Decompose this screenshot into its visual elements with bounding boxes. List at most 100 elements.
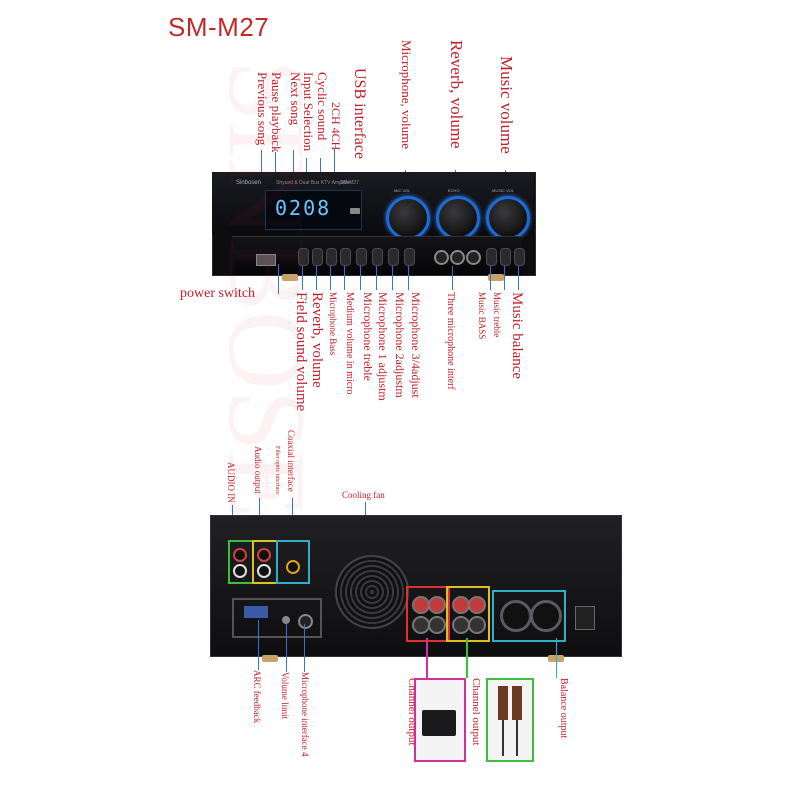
balance-out-box (492, 590, 566, 642)
music-treble-knob[interactable] (500, 248, 511, 266)
product-title: SM-M27 (168, 12, 270, 42)
label-arc-feedback: ARC feedback (252, 670, 262, 724)
knob-label-mic: MIC VOL (394, 188, 411, 193)
speaker-stand (502, 720, 504, 756)
floor-speaker-icon (512, 686, 522, 720)
rca-in-l[interactable] (233, 564, 247, 578)
label-microphone-2: Microphone 2adjustm (393, 292, 407, 398)
label-reverb-volume-bottom: Reverb, volume (309, 292, 325, 388)
speaker-terminal[interactable] (428, 616, 446, 634)
label-cyclic-sound: Cyclic sound (315, 72, 330, 141)
arc-port[interactable] (244, 606, 268, 618)
coaxial-port[interactable] (286, 560, 300, 574)
floor-speaker-icon (498, 686, 508, 720)
mic34-knob[interactable] (404, 248, 415, 266)
label-music-treble: Music treble (492, 292, 502, 338)
mic-bass-knob[interactable] (326, 248, 337, 266)
field-sound-knob[interactable] (298, 248, 309, 266)
label-music-volume: Music volume (497, 56, 516, 154)
model-line-text: Shyued & Dual Bus KTV Amplifier (276, 180, 352, 186)
speaker-terminal[interactable] (468, 596, 486, 614)
model-text: SM-M27 (340, 180, 359, 186)
rca-in-r[interactable] (233, 548, 247, 562)
lead-line (344, 266, 345, 290)
reverb-knob[interactable] (312, 248, 323, 266)
label-next-song: Next song (288, 72, 303, 126)
led-display (265, 190, 362, 230)
mic-mid-knob[interactable] (340, 248, 351, 266)
mic-jack-2[interactable] (450, 250, 465, 265)
label-volume-limit: Volume limit (280, 672, 290, 720)
rca-out-l[interactable] (257, 564, 271, 578)
device-foot (282, 274, 298, 281)
knob-label-music: MUSIC VOL (492, 188, 515, 193)
mic-volume-knob[interactable] (386, 196, 430, 240)
speakon-port-1[interactable] (500, 600, 532, 632)
label-usb-interface: USB interface (351, 68, 368, 160)
speaker-box-photo (414, 678, 466, 762)
label-microphone-1: Microphone 1 adjustm (376, 292, 390, 401)
lead-line (504, 266, 505, 290)
lead-line (490, 266, 491, 290)
floor-speaker-photo (486, 678, 534, 762)
music-volume-knob[interactable] (486, 196, 530, 240)
label-microphone-bass: Microphone Bass (328, 292, 338, 356)
label-fiber-optic: Fiber optic interface (274, 446, 280, 495)
label-audio-in: AUDIO IN (226, 462, 236, 503)
echo-volume-knob[interactable] (436, 196, 480, 240)
volume-limit-knob[interactable] (282, 616, 290, 624)
mic2-knob[interactable] (388, 248, 399, 266)
music-balance-knob[interactable] (514, 248, 525, 266)
brand-logo: Sinbosen (236, 180, 262, 186)
mic-interface-4-jack[interactable] (298, 614, 313, 629)
power-socket[interactable] (575, 606, 595, 630)
mic-jack-1[interactable] (434, 250, 449, 265)
speaker-terminal[interactable] (428, 596, 446, 614)
label-balance-output: Balance output (558, 678, 569, 739)
lead-line (376, 266, 377, 290)
mic-treble-knob[interactable] (356, 248, 367, 266)
mic1-knob[interactable] (372, 248, 383, 266)
lead-line (258, 620, 259, 670)
lead-line (286, 624, 287, 672)
lead-line (330, 266, 331, 290)
label-field-sound-volume: Field sound volume (293, 292, 309, 412)
label-coaxial-interface: Coaxial interface (286, 430, 296, 492)
lead-line (302, 266, 303, 290)
channel-out-box-2 (446, 586, 490, 642)
speaker-terminal[interactable] (468, 616, 486, 634)
display-digits: 0208 (275, 196, 332, 220)
music-bass-knob[interactable] (486, 248, 497, 266)
lead-line (556, 638, 557, 678)
rca-out-r[interactable] (257, 548, 271, 562)
label-cooling-fan: Cooling fan (342, 490, 385, 500)
label-previous-song: Previous song (255, 72, 270, 146)
power-switch[interactable] (256, 254, 276, 266)
label-audio-output: Audio output (253, 446, 263, 494)
label-music-bass: Music BASS (477, 292, 487, 340)
lead-line (360, 266, 361, 290)
device-foot (488, 274, 504, 281)
label-input-selection: Input Selection (301, 72, 316, 152)
label-power-switch: power switch (180, 286, 256, 301)
speaker-box-icon (422, 710, 456, 736)
label-microphone-interface-4: Microphone interface 4 (300, 672, 310, 757)
coaxial-box (276, 540, 310, 584)
lead-line (452, 266, 453, 290)
label-microphone-volume: Microphone, volume (399, 40, 414, 150)
lead-line (304, 624, 305, 672)
mic-jack-3[interactable] (466, 250, 481, 265)
label-three-mic-interface: Three microphone interf (445, 292, 456, 390)
lead-line (466, 638, 468, 678)
channel-out-box-1 (406, 586, 450, 642)
speakon-port-2[interactable] (530, 600, 562, 632)
label-2ch-4ch: 2CH 4CH (329, 102, 343, 151)
label-microphone-34: Microphone 3/4adjust (409, 292, 423, 398)
knob-label-echo: ECHO (448, 188, 460, 193)
rear-lower-left (232, 598, 322, 638)
usb-port-icon[interactable] (350, 208, 360, 214)
lead-line (392, 266, 393, 290)
lead-line (518, 266, 519, 290)
lead-line (426, 638, 428, 678)
label-microphone-treble: Microphone treble (361, 292, 375, 381)
